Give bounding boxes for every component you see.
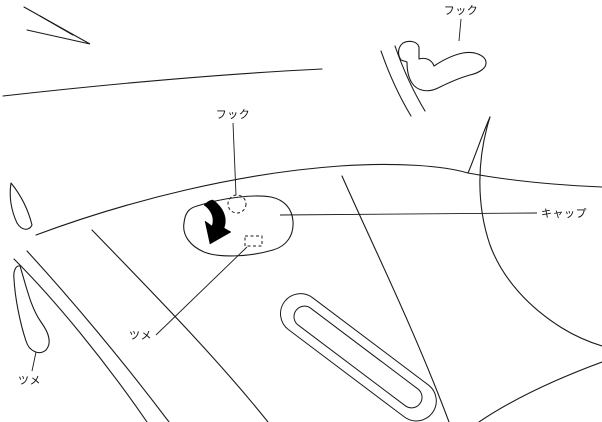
pillar-diagonal-3 [91,229,269,422]
panel-top-edge [35,163,469,236]
detail-pillar-line-a [380,50,412,117]
left-panel-edge-shape [9,182,33,230]
hook-detail-leader-line [458,18,462,42]
cap-label: キャップ [541,207,587,220]
slot-outer-outline [279,293,437,422]
tab-detail-label: ツメ [18,375,41,387]
tab-leader-line [155,246,248,336]
right-body-arc [479,116,602,347]
slot-inner-outline [293,305,423,409]
tab-position-dashed-rect [244,235,263,247]
tab-label: ツメ [129,330,152,342]
pillar-diagonal-2 [26,250,170,422]
removal-direction-arrow [203,199,232,245]
pillar-edge-up [467,116,491,174]
tab-detail-outline [13,265,50,354]
hook-detail-outline [398,40,487,92]
cap-outline [183,195,294,257]
corner-chevron-inner [39,15,74,36]
pillar-diagonal-1 [13,258,148,422]
hook-label: フック [216,108,251,121]
hook-leader-line [232,122,237,196]
tab-detail-leader-line [31,351,37,372]
detail-pillar-line-b [394,45,426,112]
cap-leader-line [279,212,538,216]
roof-curve [2,68,323,97]
bottom-right-curve [478,361,602,422]
pillar-diagonal-4 [341,175,450,422]
hook-detail-label: フック [444,4,479,17]
panel-top-edge-right [467,172,602,188]
hook-position-dashed-circle [227,194,247,214]
